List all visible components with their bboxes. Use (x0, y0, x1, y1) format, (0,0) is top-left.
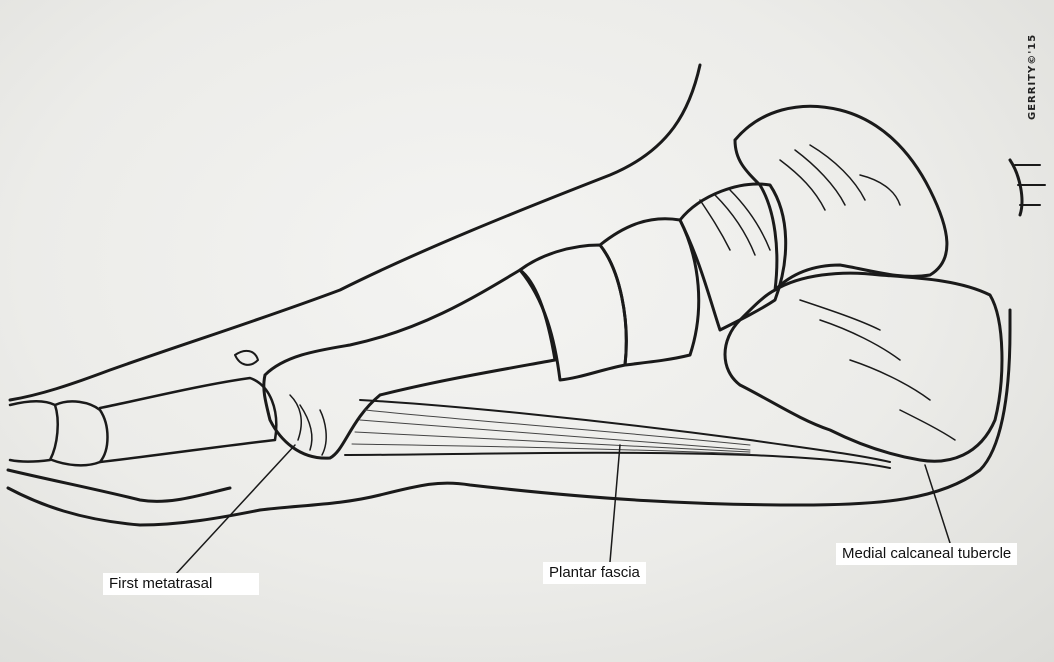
proximal-phalanx (52, 401, 108, 465)
talus-shading (780, 145, 900, 210)
leader-line-medial-calcaneal-tubercle (925, 465, 950, 543)
distal-phalanx (10, 401, 58, 461)
medial-cuneiform (520, 245, 626, 380)
calcaneus (725, 273, 1002, 461)
navicular-shading (700, 190, 770, 255)
label-plantar-fascia: Plantar fascia (543, 562, 646, 584)
first-metatarsal-bone (264, 270, 555, 458)
sesamoid-small (235, 351, 258, 365)
heel-marks (1015, 165, 1045, 205)
metatarsal-head-shading (290, 395, 326, 455)
leader-line-plantar-fascia (610, 445, 620, 562)
plantar-skin-outline (8, 310, 1010, 525)
label-medial-calcaneal-tubercle: Medial calcaneal tubercle (836, 543, 1017, 565)
intermediate-cuneiform (600, 219, 699, 365)
label-first-metatarsal: First metatrasal (103, 573, 259, 595)
artist-signature: GERRITY©'15 (1027, 34, 1038, 120)
dorsal-skin-outline (10, 65, 700, 400)
heel-back-outline (1010, 160, 1022, 215)
leader-line-first-metatarsal (175, 445, 295, 575)
calcaneus-shading (800, 300, 955, 440)
toe-pad-outline (8, 470, 230, 501)
phalanx-long (100, 378, 276, 462)
